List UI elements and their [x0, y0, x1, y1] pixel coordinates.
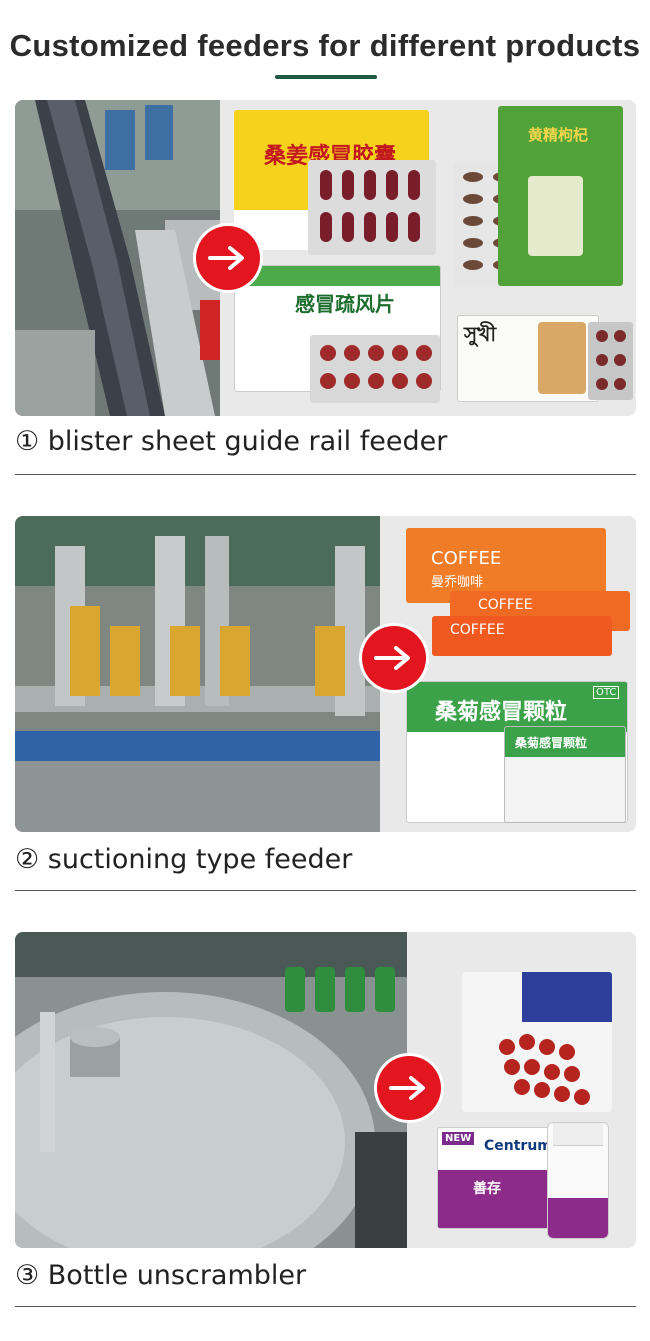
- suction-feeder-photo: COFFEE 曼乔咖啡 COFFEE COFFEE 桑菊感冒颗粒 OTC 桑菊感…: [15, 516, 636, 832]
- sangju-sachet: 桑菊感冒颗粒: [504, 726, 626, 823]
- caption-divider: [15, 890, 636, 891]
- caption-divider: [15, 474, 636, 475]
- vial-box: [462, 972, 612, 1112]
- page-title: Customized feeders for different product…: [9, 28, 641, 63]
- suction-products-image: COFFEE 曼乔咖啡 COFFEE COFFEE 桑菊感冒颗粒 OTC 桑菊感…: [380, 516, 636, 832]
- right-arrow-icon: [362, 626, 426, 690]
- blister-feeder-machine-image: [15, 100, 220, 416]
- blister-products-image: 桑姜感冒胶囊 感冒疏风片: [220, 100, 636, 416]
- huangjing-box: 黄精枸杞: [498, 106, 623, 286]
- bottle-unscrambler-machine-image: [15, 932, 407, 1248]
- coffee-box: COFFEE 曼乔咖啡: [406, 528, 606, 603]
- blister-feeder-photo: 桑姜感冒胶囊 感冒疏风片: [15, 100, 636, 416]
- caption-divider: [15, 1306, 636, 1307]
- suction-feeder-machine-image: [15, 516, 380, 832]
- coffee-sachet-2: COFFEE: [432, 616, 612, 656]
- centrum-bottle: [547, 1122, 609, 1239]
- capsule-blister: [308, 160, 436, 255]
- sukhi-box: সুখী: [457, 315, 599, 402]
- right-arrow-icon: [377, 1056, 441, 1120]
- tablet-blister-red: [310, 335, 440, 403]
- section-caption: ③ Bottle unscrambler: [15, 1260, 307, 1291]
- title-underline: [275, 75, 377, 79]
- right-arrow-icon: [196, 226, 260, 290]
- bottle-unscrambler-photo: NEW Centrum 善存: [15, 932, 636, 1248]
- section-caption: ① blister sheet guide rail feeder: [15, 426, 448, 457]
- centrum-box: NEW Centrum 善存: [437, 1127, 554, 1229]
- section-caption: ② suctioning type feeder: [15, 844, 353, 875]
- silver-blister: [588, 322, 633, 400]
- bottle-products-image: NEW Centrum 善存: [407, 932, 636, 1248]
